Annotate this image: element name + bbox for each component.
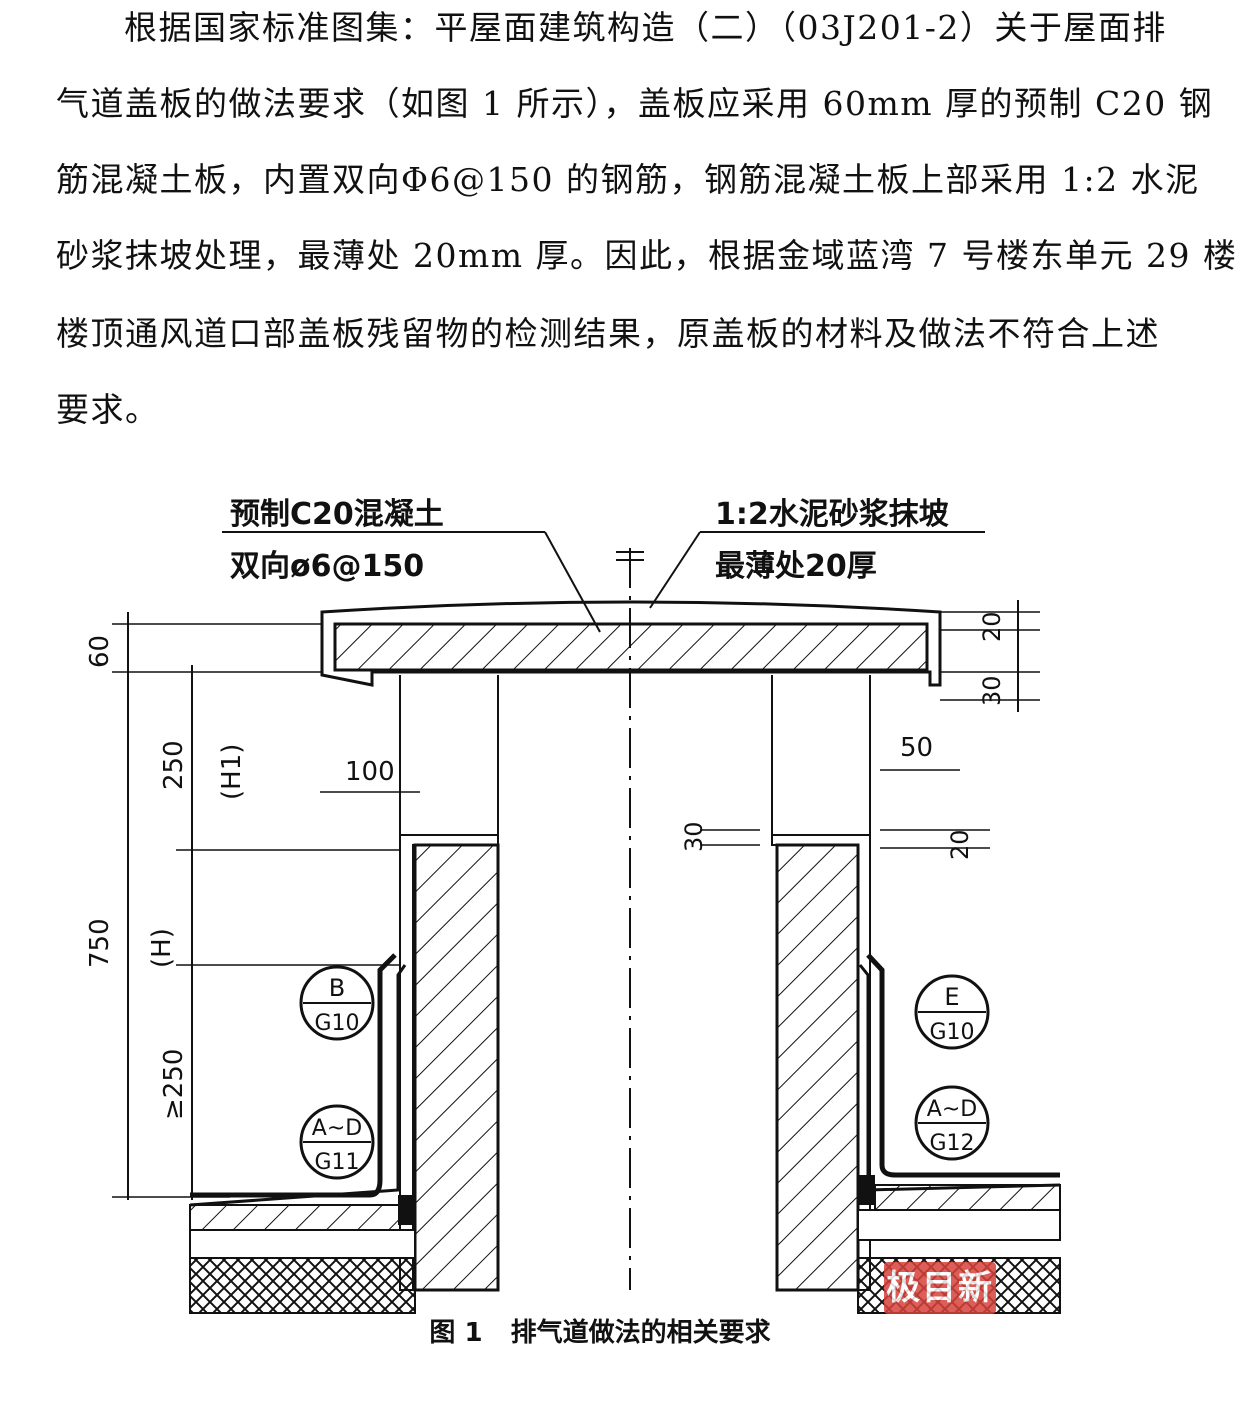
paragraph-line-1: 根据国家标准图集：平屋面建筑构造（二）（03J201-2）关于屋面排 <box>124 8 1167 47</box>
callout-e-g10 <box>914 974 990 1050</box>
paragraph-line-5: 楼顶通风道口部盖板残留物的检测结果，原盖板的材料及做法不符合上述 <box>56 314 1160 353</box>
right-duct-wall <box>771 834 871 1292</box>
label-min-thickness: 最薄处20厚 <box>715 549 877 584</box>
callout-b-top: B <box>329 974 345 1002</box>
dim-750: 750 <box>85 918 115 968</box>
label-precast-c20: 预制C20混凝土 <box>230 497 444 532</box>
paragraph-line-2: 气道盖板的做法要求（如图 1 所示），盖板应采用 60mm 厚的预制 C20 钢 <box>56 84 1214 123</box>
construction-figure: 预制C20混凝土 双向ø6@150 1:2水泥砂浆抹坡 最薄处20厚 60 25… <box>0 470 1200 1406</box>
paragraph-line-4: 砂浆抹坡处理，最薄处 20mm 厚。因此，根据金域蓝湾 7 号楼东单元 29 楼 <box>56 236 1238 275</box>
watermark-logo: 极目新 <box>884 1262 996 1314</box>
figure-caption: 图 1 排气道做法的相关要求 <box>0 1312 1200 1349</box>
callout-e-bottom: G10 <box>929 1020 974 1045</box>
dim-ge250: ≥250 <box>159 1049 189 1120</box>
dim-250: 250 <box>159 740 189 790</box>
caption-number: 图 1 <box>429 1318 483 1348</box>
caption-text: 排气道做法的相关要求 <box>510 1318 771 1348</box>
paragraph-line-3: 筋混凝土板，内置双向Φ6@150 的钢筋，钢筋混凝土板上部采用 1:2 水泥 <box>56 160 1200 199</box>
callout-ad-right-top: A~D <box>927 1097 977 1122</box>
callout-b-bottom: G10 <box>314 1011 359 1036</box>
callout-ad-left-top: A~D <box>312 1116 362 1141</box>
callout-ad-g11 <box>299 1104 375 1180</box>
paragraph-line-6: 要求。 <box>56 390 160 429</box>
callout-ad-g12 <box>914 1085 990 1161</box>
callout-ad-right-bottom: G12 <box>929 1131 974 1156</box>
dim-60: 60 <box>85 635 115 668</box>
callout-e-top: E <box>944 983 959 1011</box>
label-rebar: 双向ø6@150 <box>230 549 424 584</box>
dim-h: (H) <box>147 928 177 968</box>
dim-20-mid: 20 <box>946 829 974 860</box>
dim-50: 50 <box>900 733 933 763</box>
label-mortar-slope: 1:2水泥砂浆抹坡 <box>715 497 949 532</box>
callout-b-g10 <box>299 965 375 1041</box>
dim-30-top: 30 <box>978 675 1006 706</box>
callout-ad-left-bottom: G11 <box>314 1150 359 1175</box>
left-roof-layers <box>189 953 416 1314</box>
dim-h1: (H1) <box>217 744 247 800</box>
dim-30-mid: 30 <box>680 821 708 852</box>
duct-section-drawing: 预制C20混凝土 双向ø6@150 1:2水泥砂浆抹坡 最薄处20厚 60 25… <box>85 497 1061 1314</box>
dim-100: 100 <box>345 757 395 787</box>
dim-20-top: 20 <box>978 611 1006 642</box>
